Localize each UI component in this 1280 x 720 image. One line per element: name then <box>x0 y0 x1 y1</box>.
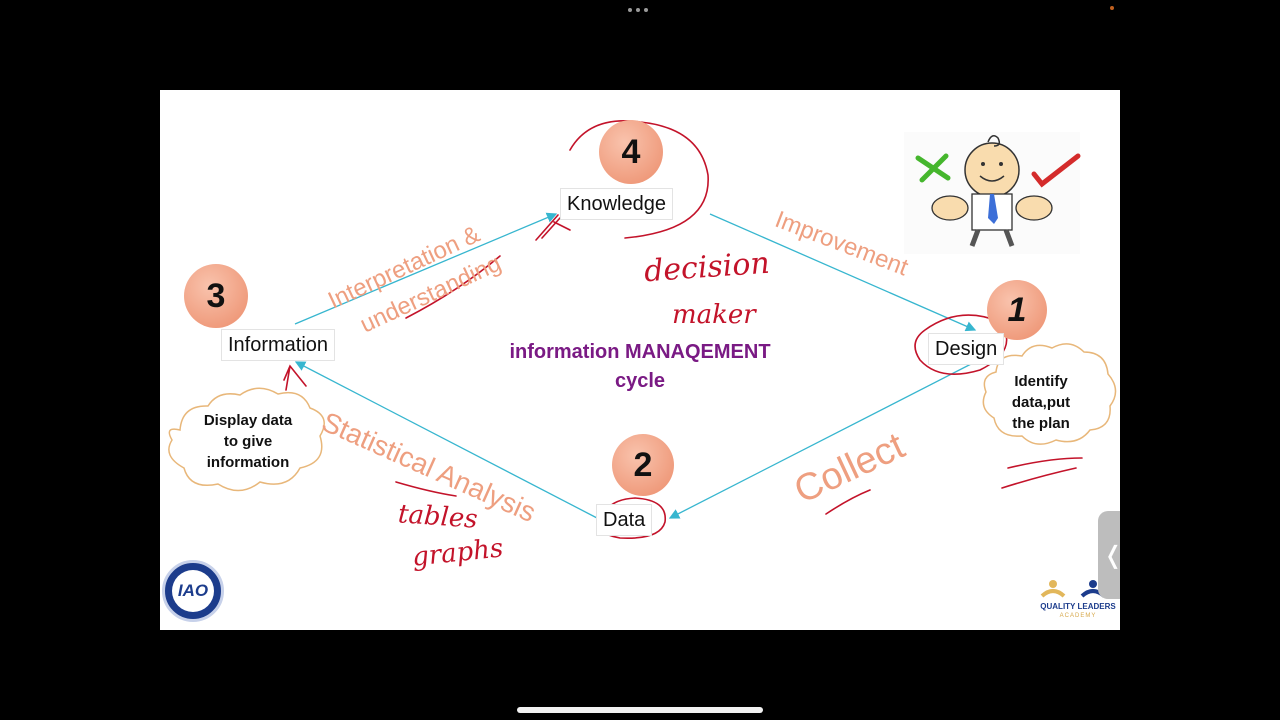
top-menu-dots[interactable] <box>628 8 652 14</box>
cloud-left-text: Display data to give information <box>178 410 318 473</box>
underline-collect <box>825 489 871 515</box>
arrow-design-to-data <box>668 361 976 519</box>
underline-identify <box>1001 457 1083 489</box>
arrow-knowledge-to-design <box>709 213 977 332</box>
cross-mark-icon <box>915 153 951 183</box>
arrow-information-to-knowledge <box>294 212 558 325</box>
quality-leaders-sub: ACADEMY <box>1059 613 1097 619</box>
chevron-left-icon: ❬ <box>1103 541 1120 570</box>
design-number-circle: 1 <box>987 280 1047 340</box>
handwritten-annotations <box>283 120 1083 539</box>
iao-logo: IAO <box>162 560 224 622</box>
quality-leaders-logo-icon <box>1040 580 1106 598</box>
design-number: 1 <box>1007 290 1027 329</box>
information-number: 3 <box>206 276 226 315</box>
side-panel-toggle[interactable]: ❬ <box>1098 511 1120 599</box>
cartoon-character-icon <box>904 132 1081 254</box>
circle-around-data <box>599 497 666 539</box>
underline-understanding <box>405 255 501 319</box>
diagram-canvas <box>168 120 1117 598</box>
camera-indicator-icon <box>1110 6 1114 10</box>
node-data: Data <box>596 504 653 536</box>
data-number: 2 <box>633 445 653 484</box>
cloud-left-line: Display data <box>203 412 293 429</box>
data-number-circle: 2 <box>612 434 674 496</box>
knowledge-number-circle: 4 <box>599 120 663 184</box>
slide: 4 1 2 3 Knowledge Design Data Informatio… <box>160 90 1120 630</box>
cloud-left-line: to give <box>223 433 273 450</box>
pointer-to-information <box>283 364 307 391</box>
diagram-title-line2: cycle <box>614 370 666 392</box>
diagram-title: information MANAQEMENT cycle <box>490 338 790 396</box>
quality-leaders-name: QUALITY LEADERS <box>1040 602 1116 611</box>
quality-leaders-logo: QUALITY LEADERS ACADEMY <box>1032 602 1120 620</box>
check-mark-icon <box>1031 153 1081 188</box>
pointer-to-knowledge <box>535 214 571 241</box>
diagram-title-line1: information MANAQEMENT <box>509 341 771 363</box>
cloud-right-line: the plan <box>1012 415 1070 432</box>
underline-tables <box>395 481 457 497</box>
handwritten-tables: tables <box>397 499 479 535</box>
iao-logo-text: IAO <box>172 570 214 612</box>
node-knowledge: Knowledge <box>560 188 673 220</box>
home-indicator[interactable] <box>517 707 763 713</box>
cloud-shape-left <box>168 387 325 492</box>
cloud-shape-right <box>982 343 1117 445</box>
knowledge-number: 4 <box>621 132 641 171</box>
cloud-right-line: Identify <box>1014 373 1068 390</box>
node-information: Information <box>221 329 336 361</box>
cloud-right-text: Identify data,put the plan <box>986 371 1096 434</box>
cloud-left-line: information <box>206 454 290 471</box>
cloud-right-line: data,put <box>1011 394 1071 411</box>
handwritten-maker: maker <box>672 300 756 330</box>
information-number-circle: 3 <box>184 264 248 328</box>
arrow-data-to-information <box>294 361 598 519</box>
circle-around-design <box>914 314 1008 376</box>
node-design: Design <box>928 333 1005 365</box>
circle-around-knowledge <box>569 120 709 239</box>
